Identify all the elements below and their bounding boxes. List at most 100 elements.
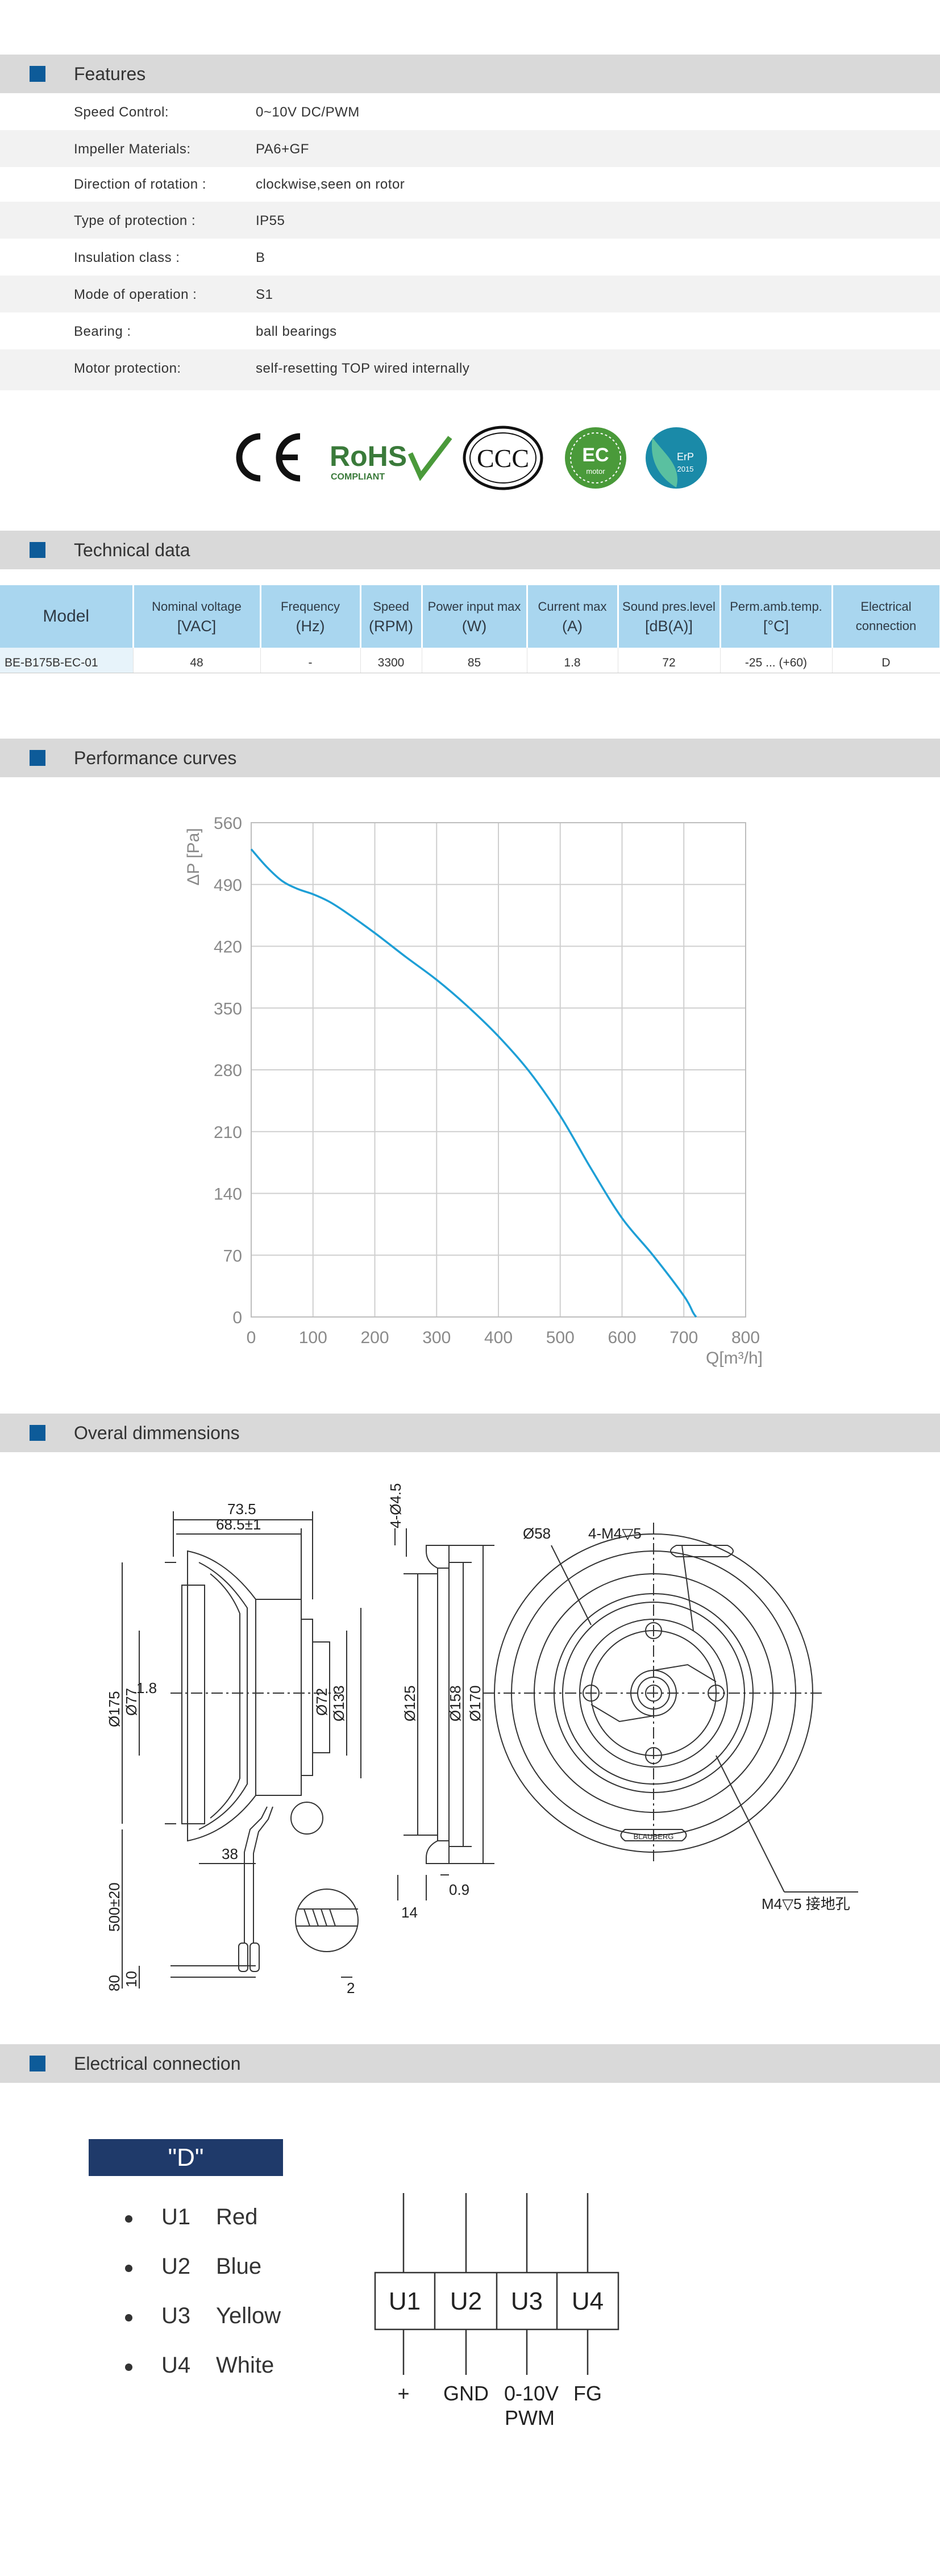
ec-motor-icon: EC motor xyxy=(565,427,626,489)
wire-code: U2 xyxy=(161,2254,191,2279)
terminal-label: U2 xyxy=(450,2287,482,2315)
performance-curve-line xyxy=(250,848,697,1318)
wire-code: U4 xyxy=(161,2353,191,2378)
wire-color: White xyxy=(216,2353,274,2378)
column-header: Speed(RPM) xyxy=(360,585,423,648)
ec-text: EC xyxy=(582,444,609,466)
section-header-electrical: Electrical connection xyxy=(0,2044,940,2083)
dimension-label: 80 xyxy=(106,1975,123,1991)
wire-function-label: FG xyxy=(573,2382,602,2405)
column-header: Nominal voltage[VAC] xyxy=(133,585,261,648)
feature-value: 0~10V DC/PWM xyxy=(256,105,360,120)
feature-row: Motor protection: self-resetting TOP wire… xyxy=(0,349,940,390)
table-cell: 1.8 xyxy=(527,648,618,673)
feature-label: Bearing : xyxy=(74,324,131,339)
dimension-label: Ø77 xyxy=(123,1688,140,1716)
ccc-icon: CCC xyxy=(463,426,543,490)
dimension-label: M4▽5 接地孔 xyxy=(762,1895,850,1912)
profile-view-drawing xyxy=(394,1528,494,1900)
dimension-label: 4-Ø4.5 xyxy=(387,1483,404,1529)
section-marker xyxy=(30,1425,45,1441)
dimension-label: 4-M4▽5 xyxy=(588,1525,642,1542)
feature-row: Mode of operation :S1 xyxy=(0,276,940,312)
dimension-label: Ø58 xyxy=(523,1525,551,1542)
section-header-dimensions: Overal dimmensions xyxy=(0,1414,940,1452)
erp-icon: ErP 2015 xyxy=(646,427,707,489)
certification-logos: RoHS COMPLIANT CCC EC motor ErP 2015 xyxy=(236,426,707,490)
table-cell: -25 ... (+60) xyxy=(720,648,833,673)
x-tick-label: 200 xyxy=(360,1328,389,1347)
wire-function-label: + xyxy=(397,2382,409,2405)
terminal-label: U1 xyxy=(389,2287,421,2315)
dimension-label: 10 xyxy=(123,1971,140,1987)
y-tick-label: 560 xyxy=(214,814,242,833)
wire-color: Yellow xyxy=(216,2303,281,2328)
wire-code: U1 xyxy=(161,2204,191,2229)
section-title: Features xyxy=(74,64,146,84)
table-cell: D xyxy=(832,648,940,673)
table-cell: - xyxy=(260,648,361,673)
x-tick-label: 100 xyxy=(299,1328,327,1347)
x-tick-label: 700 xyxy=(669,1328,698,1347)
feature-value: self-resetting TOP wired internally xyxy=(256,361,470,376)
section-header-technical: Technical data xyxy=(0,531,940,569)
x-tick-label: 800 xyxy=(731,1328,760,1347)
rohs-icon: RoHS COMPLIANT xyxy=(330,436,452,482)
plot-area-border xyxy=(251,822,746,1318)
feature-label: Type of protection : xyxy=(74,213,196,228)
feature-row: Impeller Materials:PA6+GF xyxy=(0,130,940,167)
table-header-row: Model Nominal voltage[VAC] Frequency(Hz)… xyxy=(0,585,940,648)
table-cell: 48 xyxy=(133,648,261,673)
table-cell: 3300 xyxy=(360,648,422,673)
dimension-label: 73.5 xyxy=(227,1500,256,1518)
terminal-label: U4 xyxy=(572,2287,604,2315)
ec-motor-text: motor xyxy=(586,467,605,476)
y-tick-label: 490 xyxy=(214,876,242,895)
x-tick-label: 400 xyxy=(484,1328,513,1347)
feature-row: Insulation class : B xyxy=(0,239,940,276)
erp-text: ErP xyxy=(677,451,694,462)
feature-label: Insulation class : xyxy=(74,250,180,265)
feature-label: Motor protection: xyxy=(74,361,181,376)
dimension-label: 38 xyxy=(222,1845,238,1862)
dimension-label: Ø175 xyxy=(106,1691,123,1727)
dimension-label: Ø72 xyxy=(313,1688,330,1716)
column-header: Frequency(Hz) xyxy=(260,585,361,648)
feature-value: PA6+GF xyxy=(256,141,309,157)
list-item: U4 White xyxy=(125,2353,281,2402)
feature-value: B xyxy=(256,250,265,265)
column-header: Perm.amb.temp.[°C] xyxy=(720,585,833,648)
feature-value: clockwise,seen on rotor xyxy=(256,177,405,192)
y-tick-label: 0 xyxy=(232,1308,242,1327)
rohs-compliant-text: COMPLIANT xyxy=(331,472,385,482)
feature-row: Speed Control: 0~10V DC/PWM xyxy=(0,93,940,130)
y-tick-label: 420 xyxy=(214,938,242,957)
feature-row: Type of protection :IP55 xyxy=(0,202,940,239)
dimension-label: Ø133 xyxy=(330,1685,347,1721)
x-tick-label: 300 xyxy=(422,1328,451,1347)
x-axis-label: Q[m³/h] xyxy=(706,1349,763,1368)
column-header: Model xyxy=(0,585,134,648)
y-tick-label: 350 xyxy=(214,999,242,1018)
feature-value: ball bearings xyxy=(256,324,337,339)
feature-label: Mode of operation : xyxy=(74,287,197,302)
section-marker xyxy=(30,66,45,82)
side-view-drawing xyxy=(122,1511,361,1989)
table-row: BE-B175B-EC-01 48 - 3300 85 1.8 72 -25 .… xyxy=(0,648,940,673)
column-header: Sound pres.level[dB(A)] xyxy=(618,585,721,648)
wire-function-label: PWM xyxy=(505,2406,555,2429)
connection-type-badge: "D" xyxy=(89,2139,283,2176)
terminal-diagram: U1 U2 U3 U4 + GND 0-10V PWM FG xyxy=(374,2193,619,2429)
y-tick-label: 210 xyxy=(214,1123,242,1142)
wire-function-label: 0-10V xyxy=(504,2382,559,2405)
feature-label: Speed Control: xyxy=(74,105,169,120)
ccc-text: CCC xyxy=(477,444,529,473)
dimension-label: 68.5±1 xyxy=(216,1516,261,1533)
x-tick-label: 0 xyxy=(247,1328,256,1347)
section-marker xyxy=(30,542,45,558)
x-tick-label: 600 xyxy=(608,1328,636,1347)
